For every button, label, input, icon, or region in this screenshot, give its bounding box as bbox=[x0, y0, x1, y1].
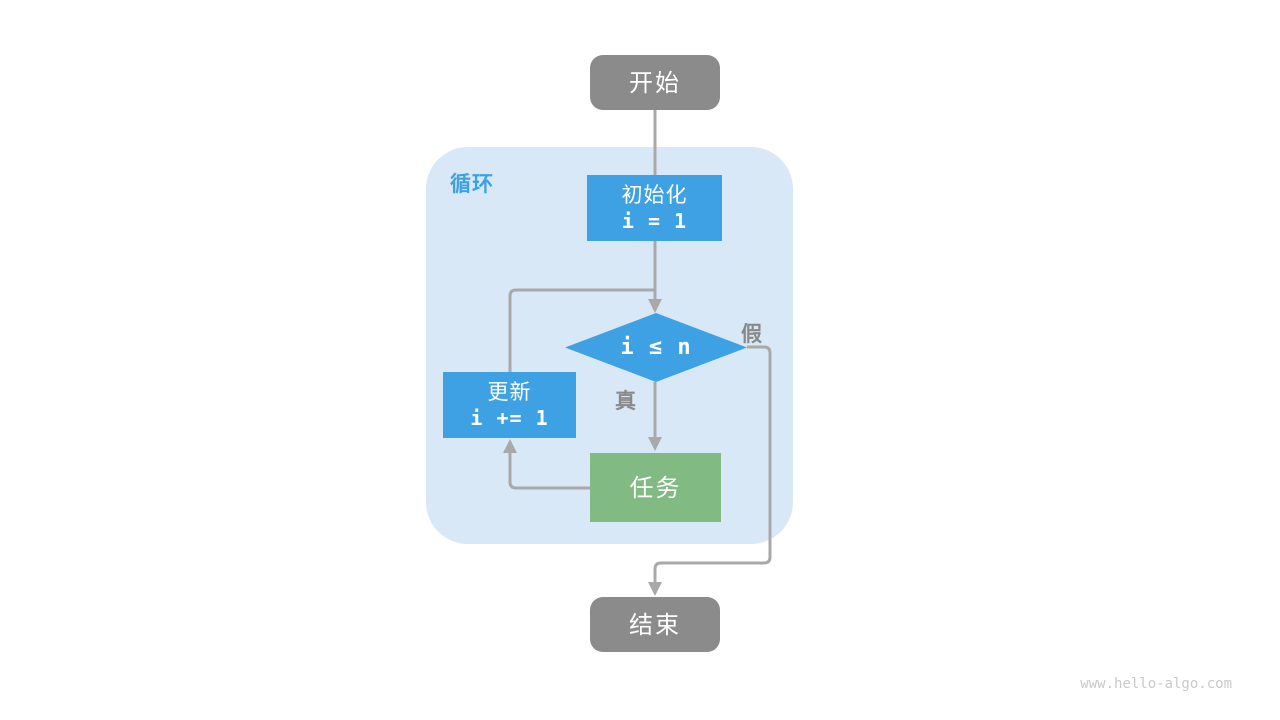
update-node-title: 更新 bbox=[487, 380, 532, 405]
init-node-code: i = 1 bbox=[621, 208, 688, 233]
task-node-label: 任务 bbox=[629, 473, 682, 502]
update-node: 更新 i += 1 bbox=[443, 372, 576, 438]
end-node: 结束 bbox=[590, 597, 720, 652]
true-branch-label: 真 bbox=[615, 389, 636, 413]
init-node: 初始化 i = 1 bbox=[587, 175, 722, 241]
update-node-code: i += 1 bbox=[470, 405, 549, 430]
loop-region-label: 循环 bbox=[450, 172, 494, 196]
init-node-title: 初始化 bbox=[621, 183, 688, 208]
watermark-text: www.hello-algo.com bbox=[1080, 676, 1232, 692]
end-node-label: 结束 bbox=[629, 610, 681, 639]
task-node: 任务 bbox=[590, 453, 721, 522]
arrowhead-into-end bbox=[648, 582, 662, 596]
condition-node-code: i ≤ n bbox=[620, 335, 692, 360]
start-node: 开始 bbox=[590, 55, 720, 110]
start-node-label: 开始 bbox=[629, 68, 681, 97]
false-branch-label: 假 bbox=[741, 322, 762, 346]
